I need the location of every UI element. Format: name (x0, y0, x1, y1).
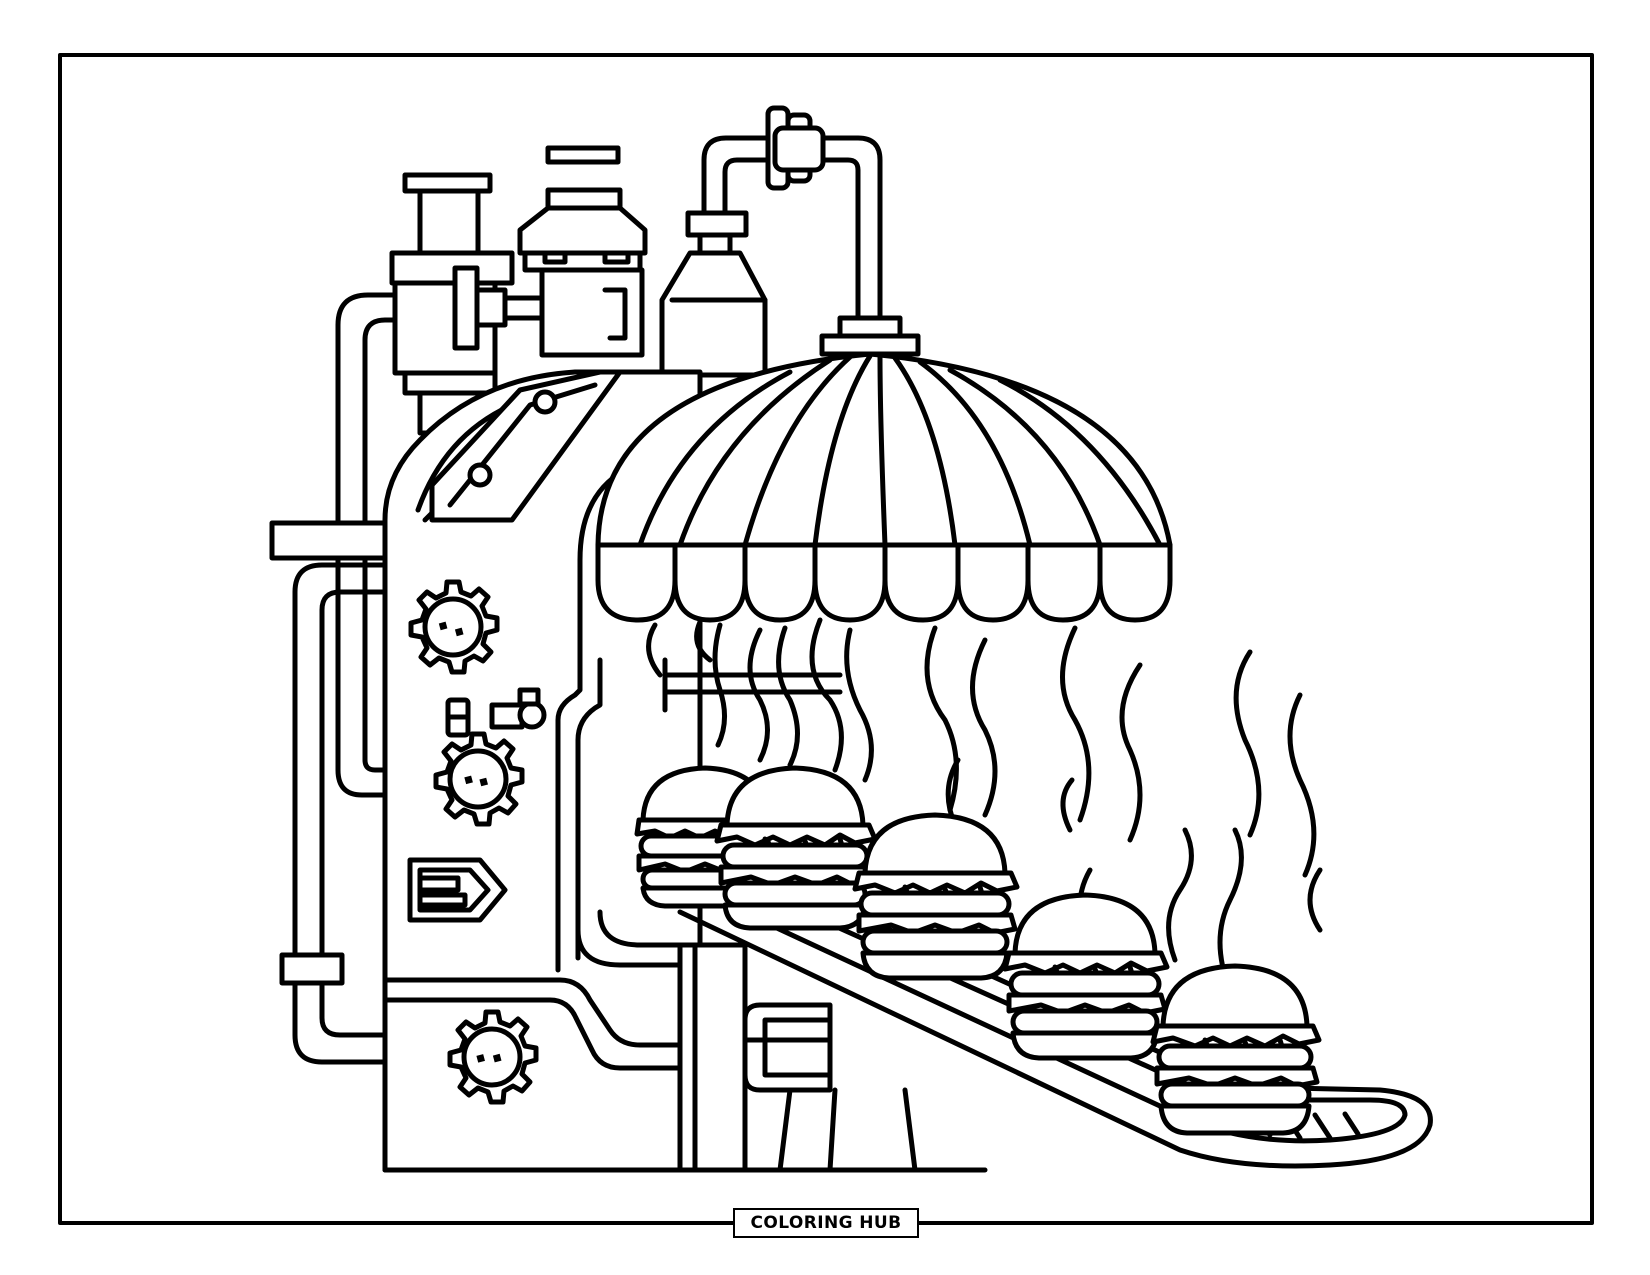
top-stack-left (389, 172, 546, 436)
top-stack-middle (517, 145, 648, 358)
oven-chamber (555, 467, 918, 1173)
pipe-bracket (279, 952, 345, 986)
top-stack-right-pipe (659, 105, 883, 378)
coloring-hub-watermark: COLORING HUB (733, 1208, 919, 1238)
panel-badge-icon (407, 857, 508, 923)
awning-dome (595, 315, 1173, 623)
switch-icon (445, 687, 547, 738)
burger-icon (1150, 963, 1322, 1136)
pipe-bracket (269, 520, 393, 561)
gear-icon (408, 579, 500, 675)
left-pipes (269, 292, 448, 1065)
burger-icon (1002, 892, 1170, 1061)
gear-icon (433, 731, 525, 827)
steam-lines (646, 617, 1323, 993)
gear-icon (447, 1009, 539, 1105)
burger-icon (714, 765, 878, 931)
burger-icon (852, 812, 1020, 981)
watermark-text: COLORING HUB (750, 1212, 902, 1233)
